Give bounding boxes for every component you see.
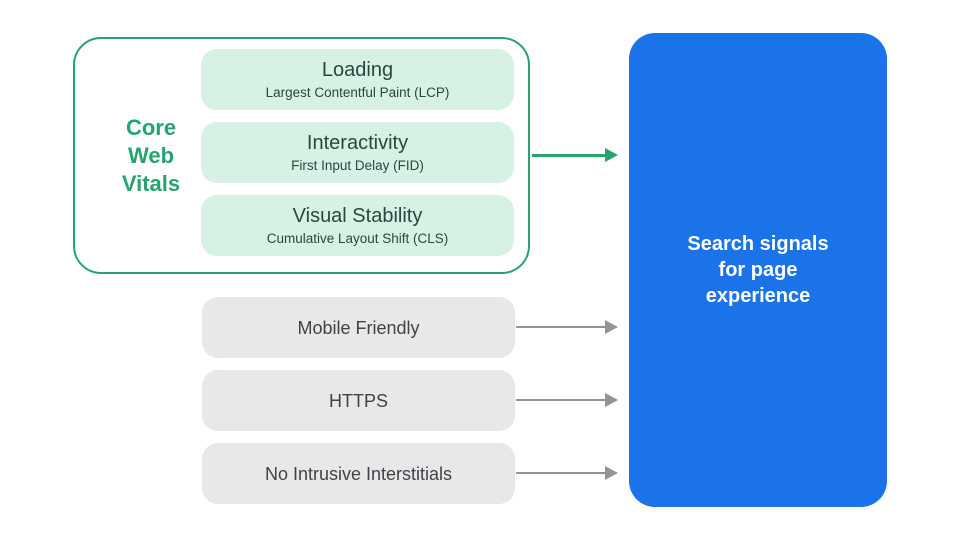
arrow-https-shaft — [516, 399, 606, 401]
arrow-core-web-vitals-head — [605, 148, 618, 162]
arrow-mobile-friendly — [516, 320, 618, 334]
arrow-no-intrusive-interstitials-shaft — [516, 472, 606, 474]
cwv-item-loading-subtitle: Largest Contentful Paint (LCP) — [265, 85, 450, 100]
signal-https-label: HTTPS — [328, 390, 388, 411]
arrow-https — [516, 393, 618, 407]
arrow-mobile-friendly-head — [605, 320, 618, 334]
arrow-core-web-vitals-shaft — [532, 153, 606, 157]
search-signals-result-box: Search signals for page experience — [629, 33, 887, 507]
cwv-item-interactivity: Interactivity First Input Delay (FID) — [201, 122, 514, 183]
search-signals-result-label: Search signals for page experience — [687, 233, 829, 307]
signal-https: HTTPS — [202, 370, 515, 431]
core-web-vitals-label-text: Core Web Vitals — [121, 114, 181, 196]
cwv-item-loading-title: Loading — [321, 59, 394, 81]
signal-no-intrusive-interstitials: No Intrusive Interstitials — [202, 443, 515, 504]
core-web-vitals-group: Core Web Vitals Loading Largest Contentf… — [73, 37, 530, 274]
signal-mobile-friendly-label: Mobile Friendly — [297, 317, 420, 338]
cwv-item-visual-stability-title: Visual Stability — [292, 205, 423, 227]
arrow-no-intrusive-interstitials — [516, 466, 618, 480]
arrow-mobile-friendly-shaft — [516, 326, 606, 328]
arrow-https-head — [605, 393, 618, 407]
cwv-item-visual-stability-subtitle: Cumulative Layout Shift (CLS) — [266, 231, 449, 246]
signal-no-intrusive-interstitials-label: No Intrusive Interstitials — [264, 463, 453, 484]
cwv-item-interactivity-title: Interactivity — [306, 132, 409, 154]
core-web-vitals-label: Core Web Vitals — [87, 39, 215, 272]
signal-mobile-friendly: Mobile Friendly — [202, 297, 515, 358]
cwv-item-loading: Loading Largest Contentful Paint (LCP) — [201, 49, 514, 110]
cwv-item-interactivity-subtitle: First Input Delay (FID) — [291, 158, 424, 173]
arrow-no-intrusive-interstitials-head — [605, 466, 618, 480]
arrow-core-web-vitals — [532, 148, 618, 162]
cwv-item-visual-stability: Visual Stability Cumulative Layout Shift… — [201, 195, 514, 256]
